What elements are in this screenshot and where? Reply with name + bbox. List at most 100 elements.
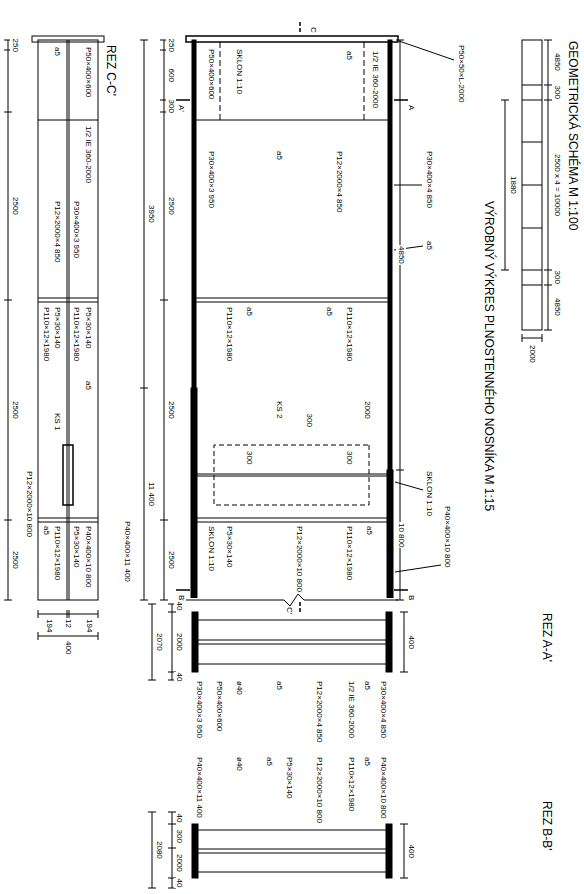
dimension-label: 4850 — [552, 297, 562, 317]
dimension-label: 10 800 — [396, 522, 406, 548]
dimension-label: 12 — [63, 618, 73, 629]
part-label: ø40 — [234, 756, 244, 772]
part-label: P110×12×1980 — [41, 306, 51, 362]
part-label: a5 — [362, 680, 372, 691]
part-label: P12×2000×4 850 — [314, 680, 324, 743]
dimension-label: 2500 — [10, 400, 20, 420]
part-label: P5×30×140 — [224, 525, 234, 568]
dimension-label: 400 — [406, 635, 416, 650]
part-label: P40×400×11 400 — [194, 756, 204, 819]
section-title: REZ C-C' — [104, 44, 118, 97]
part-label: A — [406, 104, 416, 111]
part-label: a5 — [324, 306, 334, 317]
dimension-label: 400 — [406, 844, 416, 859]
part-label: SKLON 1:10 — [206, 525, 216, 572]
dimension-label: 194 — [44, 618, 54, 633]
part-label: a5 — [424, 240, 434, 251]
part-label: P5×30×140 — [83, 306, 93, 349]
dimension-label: 250 — [166, 38, 176, 53]
part-label: P110×12×1980 — [344, 306, 354, 362]
dimension-label: 2000 — [362, 400, 372, 420]
dimension-label: 300 — [344, 450, 354, 465]
dimension-label: 1880 — [508, 175, 518, 195]
part-label: B — [406, 594, 416, 601]
part-label: P30×400×3 950 — [194, 680, 204, 739]
dimension-label: 600 — [166, 68, 176, 83]
dimension-label: 400 — [63, 640, 73, 655]
part-label: a5 — [41, 525, 51, 536]
dimension-label: 2500 — [166, 196, 176, 216]
part-label: P50×400×600 — [214, 680, 224, 732]
part-label: P12×2000×10 800 — [294, 525, 304, 593]
dimension-label: 2500 — [10, 196, 20, 216]
part-label: P50×50×L-2000 — [456, 44, 466, 103]
part-label: P110×12×1980 — [344, 525, 354, 581]
part-label: P12×2000×10 800 — [24, 470, 34, 538]
part-label: P40×400×10 800 — [378, 756, 388, 819]
part-label: P110×12×1980 — [224, 306, 234, 362]
part-label: P50×400×600 — [83, 46, 93, 98]
part-label: C — [308, 26, 318, 34]
part-label: a5 — [52, 46, 62, 57]
part-label: SKLON 1:10 — [234, 48, 244, 95]
dimension-label: 40 — [174, 601, 184, 612]
dimension-label: 194 — [84, 618, 94, 633]
part-label: P110×12×1980 — [52, 525, 62, 581]
dimension-label: 40 — [174, 813, 184, 824]
part-label: KS 2 — [274, 400, 284, 419]
section-title: REZ A-A' — [540, 612, 554, 663]
part-label: P40×400×10 800 — [442, 505, 452, 568]
dimension-label: 40 — [174, 672, 184, 683]
part-label: P12×2000×4 850 — [334, 150, 344, 213]
part-label: P30×400×3 950 — [206, 150, 216, 209]
part-label: 1/2 IE 360-2000 — [346, 680, 356, 739]
section-title: GEOMETRICKÁ SCHÉMA M 1:100 — [566, 40, 580, 231]
part-label: P50×400×600 — [206, 48, 216, 100]
part-label: P12×2000×10 800 — [314, 756, 324, 824]
part-label: a5 — [362, 756, 372, 767]
part-label: P12×2000×4 850 — [52, 200, 62, 263]
part-label: KS 1 — [52, 412, 62, 431]
part-label: C' — [284, 606, 294, 615]
dimension-label: 300 — [552, 85, 562, 100]
part-label: SKLON 1:10 — [424, 470, 434, 517]
part-label: P30×400×3 950 — [71, 200, 81, 259]
part-label: P5×30×140 — [284, 756, 294, 799]
part-label: 2500 x 4 = 10000 — [552, 153, 562, 217]
part-label: 1/2 IE 360-2000 — [83, 125, 93, 184]
part-label: P110×12×1980 — [346, 756, 356, 812]
dimension-label: 2500 — [166, 400, 176, 420]
dimension-label: 2500 — [10, 550, 20, 570]
dimension-label: 2000 — [174, 632, 184, 652]
dimension-label: 2000 — [527, 344, 537, 364]
dimension-label: 2000 — [174, 853, 184, 873]
part-label: ø40 — [234, 680, 244, 696]
dimension-label: 250 — [10, 38, 20, 53]
part-label: 1/2 IE 360-2000 — [370, 50, 380, 109]
part-label: P30×400×4 850 — [378, 680, 388, 739]
part-label: a5 — [344, 50, 354, 61]
part-label: P30×400×4 850 — [424, 150, 434, 209]
dimension-label: 300 — [552, 270, 562, 285]
part-label: a5 — [274, 150, 284, 161]
dimension-label: 2500 — [166, 550, 176, 570]
dimension-label: 40 — [174, 878, 184, 889]
part-label: a5 — [364, 525, 374, 536]
part-label: P5×30×140 — [71, 525, 81, 568]
part-label: a5 — [244, 306, 254, 317]
dimension-label: 300 — [174, 829, 184, 844]
part-label: A' — [176, 104, 186, 113]
dimension-label: 300 — [244, 450, 254, 465]
part-label: a5 — [274, 680, 284, 691]
dimension-label: 2080 — [154, 840, 164, 860]
drawing-title: VÝROBNÝ VÝKRES PLNOSTENNÉHO NOSNÍKA M 1:… — [482, 200, 496, 512]
section-title: REZ B-B' — [540, 800, 554, 852]
part-label: P5×30×140 — [52, 306, 62, 349]
dimension-label: 300 — [166, 99, 176, 114]
part-label: a5 — [264, 756, 274, 767]
dimension-label: 3950 — [146, 204, 156, 224]
dimension-label: 2070 — [154, 632, 164, 652]
dimension-label: 11 400 — [146, 481, 156, 507]
part-label: P40×400×10 800 — [83, 525, 93, 588]
